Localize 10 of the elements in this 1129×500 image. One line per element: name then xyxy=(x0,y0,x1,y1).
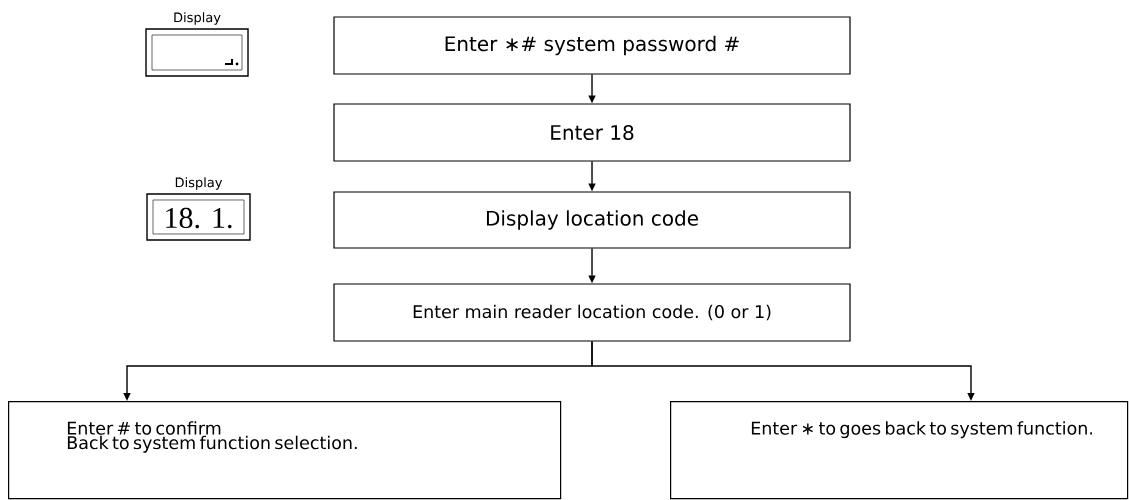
display-drawing: 18. 1. Display xyxy=(146,177,251,241)
process-box: Display location code xyxy=(333,191,851,249)
display-drawing: Display xyxy=(145,12,249,77)
process-box: Enter 18 xyxy=(333,103,851,162)
process-box: Enter ∗# system password # xyxy=(333,16,851,75)
process-box: Enter ∗ to goes back to system function. xyxy=(670,401,1129,500)
process-box: Enter main reader location code. (0 or 1) xyxy=(333,283,851,342)
node-label: Display xyxy=(174,12,221,25)
process-box: Enter # to confirm Back to system function selection. xyxy=(8,401,562,500)
node-label: Display xyxy=(175,177,223,190)
